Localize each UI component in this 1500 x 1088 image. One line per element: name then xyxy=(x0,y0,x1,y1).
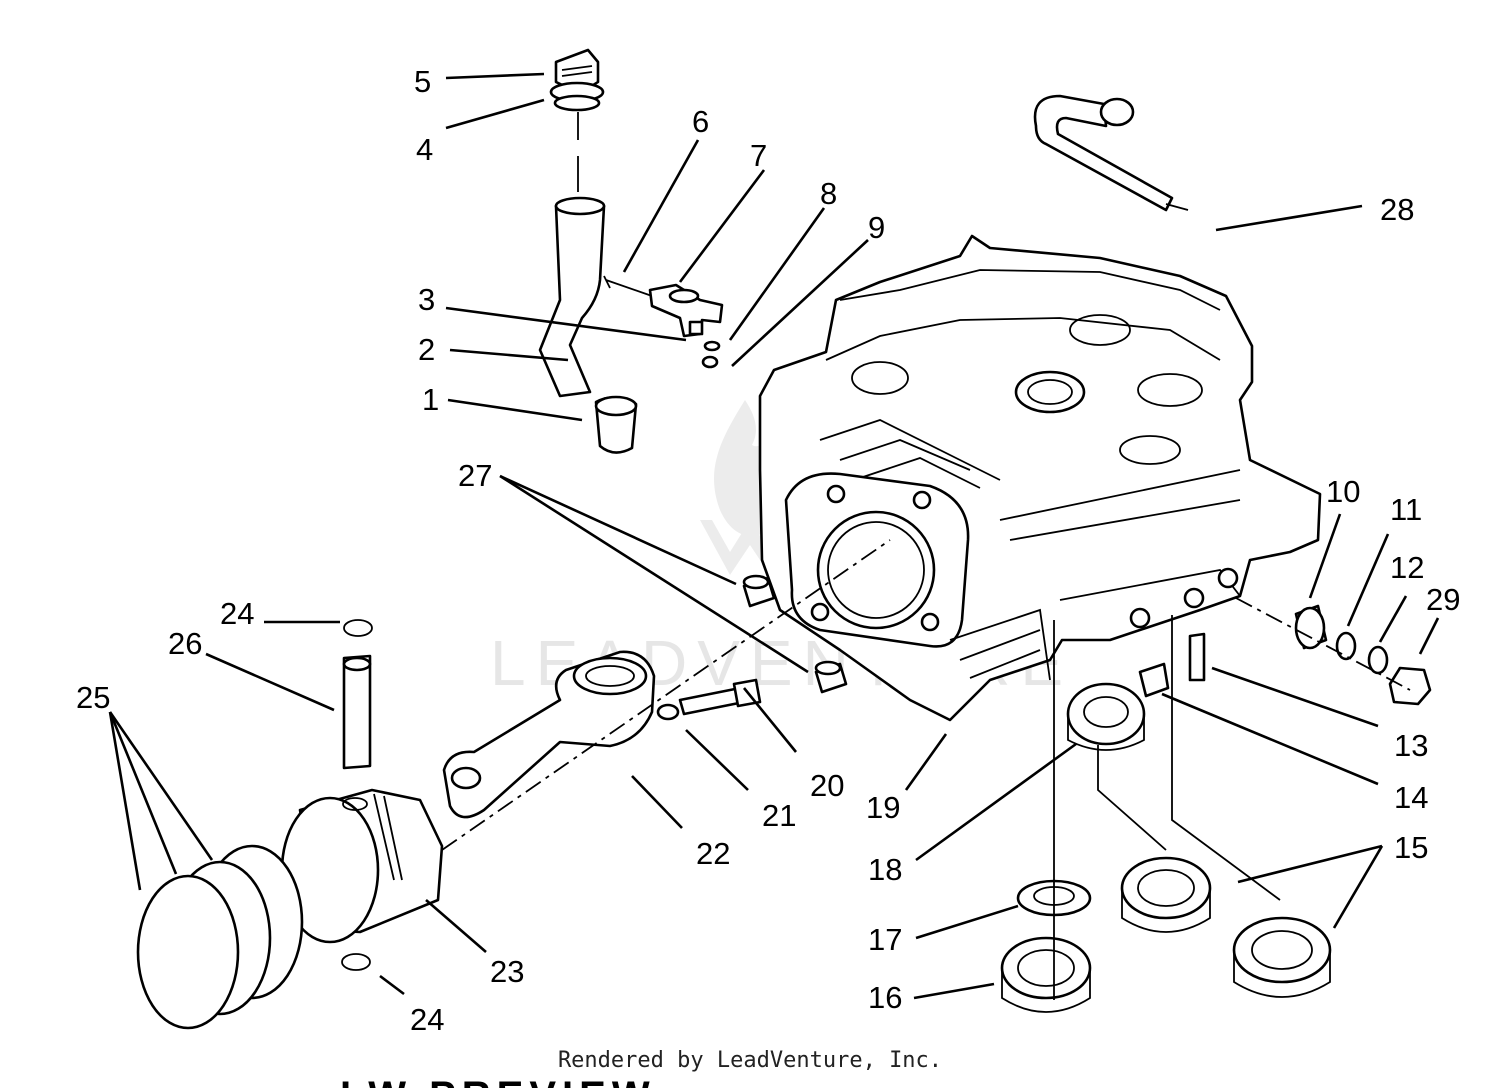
callout-5: 5 xyxy=(414,64,431,99)
crankcase-block xyxy=(758,234,1322,722)
callout-25: 25 xyxy=(76,680,110,715)
callout-9: 9 xyxy=(868,210,885,245)
callout-24-top: 24 xyxy=(220,596,254,631)
callout-10: 10 xyxy=(1326,474,1360,509)
callout-29: 29 xyxy=(1426,582,1460,617)
callout-6: 6 xyxy=(692,104,709,139)
callout-1: 1 xyxy=(422,382,439,417)
bearings-and-hardware xyxy=(1000,604,1432,1013)
callout-8: 8 xyxy=(820,176,837,211)
assembly-axes xyxy=(441,539,1411,1000)
callout-2: 2 xyxy=(418,332,435,367)
callout-15: 15 xyxy=(1394,830,1428,865)
callout-13: 13 xyxy=(1394,728,1428,763)
connecting-rod xyxy=(442,650,762,819)
callout-26: 26 xyxy=(168,626,202,661)
render-credit: Rendered by LeadVenture, Inc. xyxy=(557,1048,943,1073)
callout-16: 16 xyxy=(868,980,902,1015)
callout-7: 7 xyxy=(750,138,767,173)
callout-19: 19 xyxy=(866,790,900,825)
tube-bracket xyxy=(603,275,724,369)
callout-24-bottom: 24 xyxy=(410,1002,444,1037)
dowel-sleeves xyxy=(742,574,848,694)
callout-14: 14 xyxy=(1394,780,1428,815)
callout-27: 27 xyxy=(458,458,492,493)
callout-4: 4 xyxy=(416,132,433,167)
callout-21: 21 xyxy=(762,798,796,833)
callout-12: 12 xyxy=(1390,550,1424,585)
callout-3: 3 xyxy=(418,282,435,317)
cut-off-caption: LW PREVIEW xyxy=(340,1074,656,1088)
callout-22: 22 xyxy=(696,836,730,871)
leader-lines xyxy=(108,72,1440,1000)
callout-labels: 5 4 6 7 8 9 3 2 1 28 27 10 11 12 29 13 1… xyxy=(76,64,1460,1037)
callout-11: 11 xyxy=(1390,492,1422,527)
piston-assembly xyxy=(136,619,444,1030)
breather-tube xyxy=(1033,94,1189,212)
callout-18: 18 xyxy=(868,852,902,887)
callout-23: 23 xyxy=(490,954,524,989)
dipstick-assembly xyxy=(538,48,638,454)
callout-17: 17 xyxy=(868,922,902,957)
callout-20: 20 xyxy=(810,768,844,803)
callout-28: 28 xyxy=(1380,192,1414,227)
